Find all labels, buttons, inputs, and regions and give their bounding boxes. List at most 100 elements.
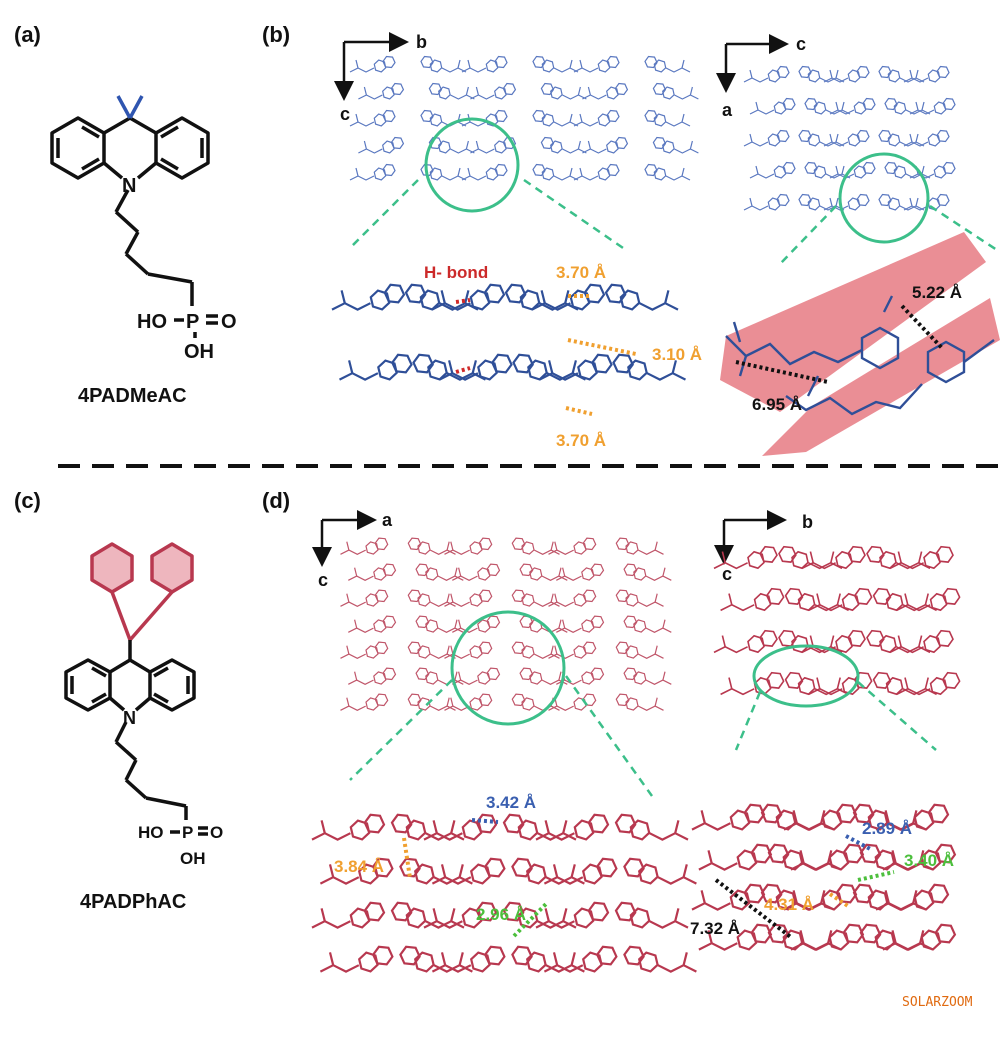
- lattice-bond: [862, 97, 876, 111]
- lattice-bond: [597, 167, 611, 181]
- lattice-bond: [340, 601, 366, 607]
- lattice-bond: [606, 163, 620, 177]
- lattice-bond: [579, 59, 583, 69]
- lattice-bond: [935, 629, 954, 647]
- lattice-bond: [494, 55, 508, 69]
- lattice-bond: [614, 901, 637, 922]
- zoom-guide: [857, 681, 937, 751]
- lattice-bond: [597, 113, 611, 127]
- lattice-bond: [884, 810, 890, 824]
- lattice-bond: [382, 667, 397, 681]
- lattice-bond: [532, 163, 546, 177]
- lattice-bond: [654, 645, 658, 655]
- lattice-bond: [382, 563, 397, 577]
- contact-dots: [471, 818, 499, 824]
- lattice-bond: [340, 705, 366, 711]
- lattice-bond: [776, 65, 790, 79]
- lattice-bond: [835, 165, 839, 175]
- lattice-bond: [590, 563, 605, 577]
- lattice-bond: [654, 593, 658, 603]
- lattice-bond: [517, 907, 539, 929]
- lattice-bond: [541, 113, 555, 127]
- lattice-bond: [921, 165, 925, 175]
- lattice-bond: [915, 101, 919, 111]
- lattice-bond: [349, 175, 375, 181]
- hbond-dots: [455, 298, 471, 304]
- distance-label-b4: 5.22 Å: [912, 283, 962, 302]
- lattice-bond: [736, 849, 758, 871]
- lattice-bond: [365, 645, 379, 659]
- lattice-bond: [349, 907, 371, 929]
- lattice-bond: [773, 165, 787, 179]
- lattice-bond: [681, 167, 685, 177]
- lattice-bond: [915, 69, 919, 79]
- lattice-bond: [519, 563, 534, 577]
- lattice-bond: [573, 121, 599, 127]
- lattice-bond: [654, 697, 658, 707]
- lattice-bond: [664, 290, 670, 304]
- lattice-bond: [853, 101, 867, 115]
- axis-d-left-h: a: [382, 510, 393, 530]
- lattice-bond: [562, 567, 566, 577]
- lattice-bond: [829, 69, 833, 79]
- lattice-bond: [478, 589, 493, 603]
- lattice-bond: [582, 94, 607, 100]
- lattice-bond: [878, 65, 892, 79]
- lattice-bond: [828, 929, 850, 951]
- lattice-bond: [405, 907, 427, 929]
- lattice-bond: [847, 133, 861, 147]
- lattice-bond: [804, 97, 818, 111]
- lattice-bond: [452, 575, 478, 581]
- lattice-bond: [691, 821, 731, 831]
- lattice-bond: [814, 603, 849, 612]
- lattice-bond: [511, 537, 526, 551]
- lattice-bond: [531, 301, 571, 311]
- lattice-bond: [328, 952, 335, 966]
- lattice-bond: [570, 864, 576, 878]
- lattice-bond: [430, 653, 456, 659]
- lattice-bond: [866, 629, 885, 647]
- lattice-bond: [835, 634, 853, 654]
- lattice-bond: [782, 849, 804, 871]
- lattice-bond: [461, 67, 487, 73]
- lattice-bond: [773, 101, 787, 115]
- lattice-bond: [829, 173, 855, 179]
- ho-label-c: HO: [138, 823, 164, 842]
- lattice-bond: [929, 676, 948, 696]
- lattice-bond: [570, 952, 576, 966]
- lattice-bond: [554, 645, 558, 655]
- lattice-bond: [728, 677, 733, 689]
- lattice-bond: [582, 641, 597, 655]
- lattice-bond: [681, 113, 685, 123]
- lattice-bond: [807, 133, 821, 147]
- lattice-bond: [458, 864, 464, 878]
- lattice-bond: [558, 619, 562, 629]
- o-label-a: O: [221, 311, 237, 333]
- lattice-bond: [835, 133, 839, 143]
- lattice-bond: [587, 86, 591, 96]
- lattice-bond: [477, 567, 491, 581]
- lattice-bond: [535, 831, 575, 841]
- lattice-bond: [382, 109, 396, 123]
- lattice-bond: [884, 97, 898, 111]
- lattice-bond: [836, 677, 841, 689]
- lattice-bond: [369, 289, 391, 311]
- lattice-bond: [511, 857, 533, 878]
- lattice-bond: [390, 82, 405, 96]
- lattice-bond: [896, 645, 931, 654]
- lattice-bond: [878, 193, 892, 207]
- lattice-bond: [841, 165, 845, 175]
- lattice-bond: [371, 857, 394, 878]
- lattice-bond: [625, 645, 639, 659]
- lattice-bond: [461, 121, 487, 127]
- lattice-bond: [801, 561, 836, 570]
- zoom-packing-d-right: [691, 803, 957, 951]
- lattice-bond: [923, 634, 941, 654]
- lattice-bond: [847, 69, 861, 83]
- lattice-bond: [521, 645, 535, 659]
- lattice-bond: [494, 109, 508, 123]
- lattice-bond: [405, 819, 427, 841]
- lattice-bond: [750, 843, 773, 864]
- lattice-bond: [450, 541, 454, 551]
